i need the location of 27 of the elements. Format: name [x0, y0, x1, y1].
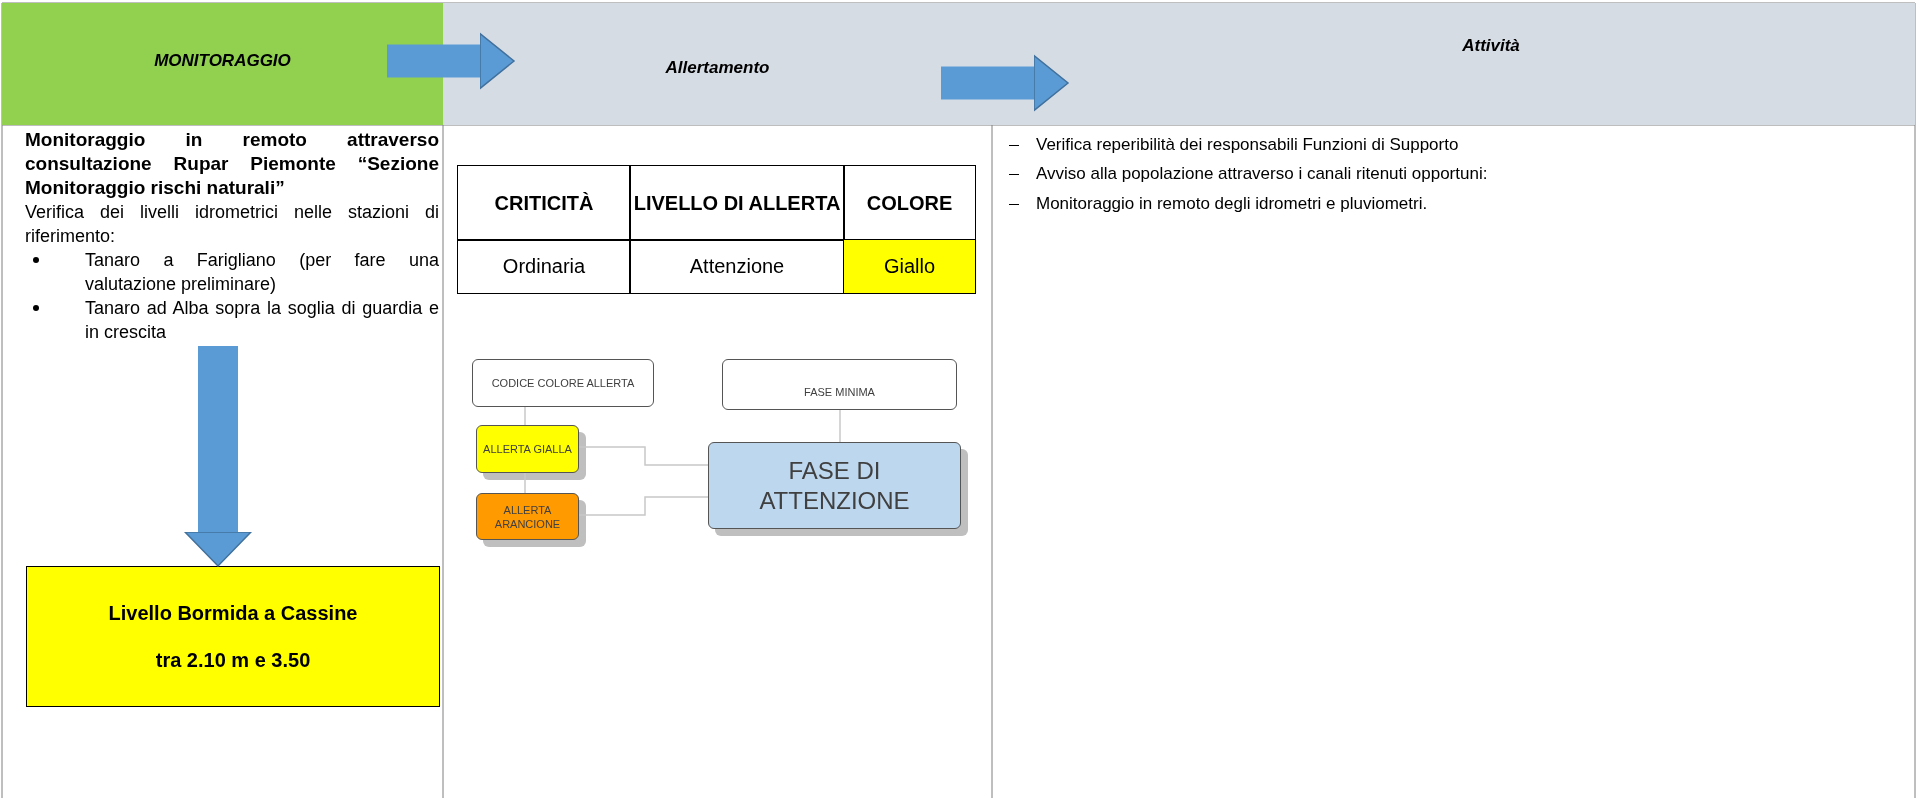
connector-line — [578, 496, 709, 516]
box-text: Livello Bormida a Cassine — [108, 601, 358, 625]
table-header-cell: CRITICITÀ — [457, 165, 631, 241]
column-header: Allertamento — [443, 3, 992, 125]
column-header: Attività — [992, 3, 1915, 125]
bullet-item: Tanaro a Farigliano (per fare una valutazione preliminare) — [25, 248, 439, 296]
bullet-item: Tanaro ad Alba sopra la soglia di guardia e in crescita — [25, 296, 439, 344]
connector-line — [578, 446, 709, 466]
block-arrow — [184, 346, 252, 567]
table-cell: Ordinaria — [457, 239, 631, 294]
block-arrow — [387, 32, 515, 90]
connector-line — [524, 472, 526, 494]
table-cell: Giallo — [843, 239, 976, 294]
connector-line — [524, 406, 526, 426]
list-item: Verifica reperibilità dei responsabili Funzioni di Supporto — [1007, 135, 1887, 159]
box-text: tra 2.10 m e 3.50 — [155, 648, 311, 672]
heading-text: Monitoraggio in remoto attraverso consultazione Rupar Piemonte “Sezione Monitoraggio rischi naturali” — [25, 128, 439, 200]
level-box — [26, 566, 440, 707]
list-item: Monitoraggio in remoto degli idrometri e pluviometri. — [1007, 194, 1887, 218]
paragraph: Verifica dei livelli idrometrici nelle stazioni di riferimento: — [25, 201, 439, 248]
connector-line — [839, 409, 841, 443]
table-header-cell: LIVELLO DI ALLERTA — [629, 165, 845, 241]
column-header: MONITORAGGIO — [2, 3, 443, 125]
label-box: FASE MINIMA — [722, 359, 957, 410]
list-item: Avviso alla popolazione attraverso i canali ritenuti opportuni: — [1007, 164, 1887, 188]
label-box: CODICE COLORE ALLERTA — [472, 359, 654, 407]
block-arrow — [941, 54, 1069, 112]
